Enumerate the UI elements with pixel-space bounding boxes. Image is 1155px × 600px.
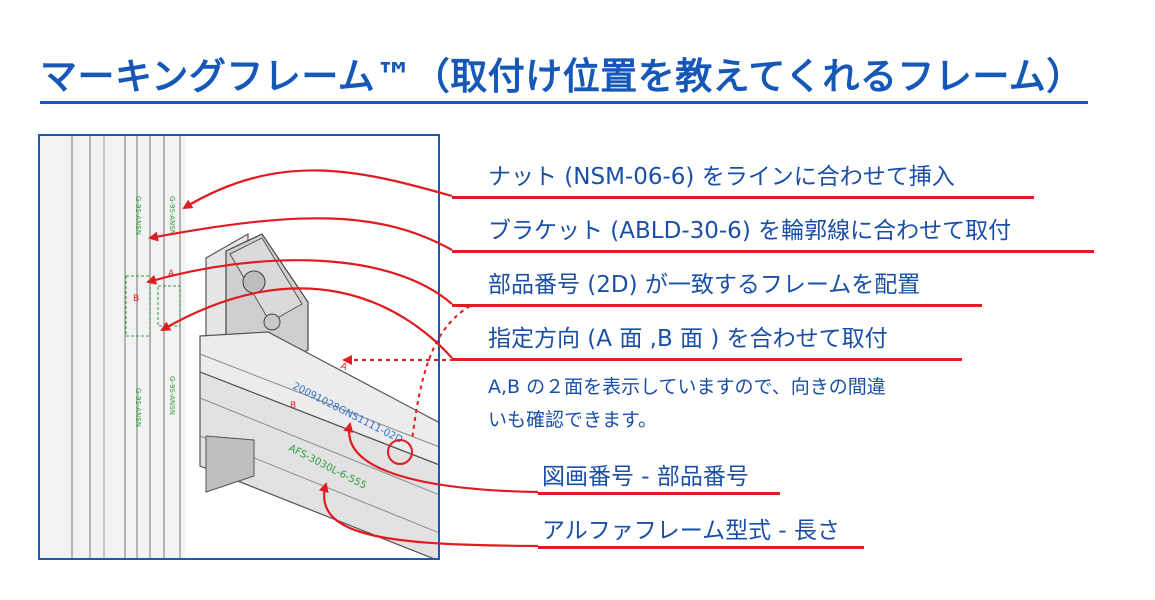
bracket-outline-mark [125, 275, 151, 337]
callout-alpha-frame-underline [538, 546, 864, 549]
arrow-direction [160, 287, 453, 359]
callout-nut: ナット (NSM-06-6) をラインに合わせて挿入 [488, 164, 955, 190]
horizontal-frame-upper [199, 331, 438, 466]
frame-illustration: G-9S-ANSN G-9S-ANSN G-9S-ANSN G-9S-ANSN … [38, 134, 440, 560]
arrow-bracket [148, 217, 453, 251]
column-mark-1: G-9S-ANSN [134, 196, 142, 235]
arrow-alpha-frame [319, 482, 539, 548]
vertical-frame [40, 136, 185, 558]
callout-bracket-underline [452, 250, 1094, 253]
part-number-highlight-circle [387, 439, 413, 465]
callout-direction-underline [452, 358, 962, 361]
horizontal-frame-lower [199, 371, 438, 558]
column-face-b: B [133, 294, 139, 304]
frame-face-b: B [290, 401, 296, 411]
illustration-svg: G-9S-ANSN G-9S-ANSN G-9S-ANSN G-9S-ANSN … [40, 136, 438, 558]
column-mark-2: G-9S-ANSN [168, 196, 176, 235]
column-face-a: A [168, 269, 175, 279]
callout-direction: 指定方向 (A 面 ,B 面 ) を合わせて取付 [488, 326, 888, 352]
frame-face-a: A [339, 361, 349, 373]
direction-note: A,B の２面を表示していますので、向きの間違 いも確認できます。 [488, 376, 886, 431]
callout-bracket: ブラケット (ABLD-30-6) を輪郭線に合わせて取付 [488, 218, 1012, 244]
callout-drawing-number: 図画番号 - 部品番号 [542, 464, 749, 490]
arrow-nut [182, 169, 453, 210]
column-mark-3: G-9S-ANSN [134, 388, 142, 427]
callout-nut-underline [452, 196, 1034, 199]
callout-part-number-underline [452, 304, 982, 307]
arrow-drawing-number [343, 422, 539, 494]
dashed-part-number-link [411, 305, 471, 441]
column-mark-4: G-9S-ANSN [168, 376, 176, 415]
page-title: マーキングフレーム™（取付け位置を教えてくれるフレーム） [40, 55, 1084, 98]
callout-drawing-number-underline [538, 492, 780, 495]
callout-alpha-frame: アルファフレーム型式 - 長さ [542, 518, 841, 544]
title-underline [40, 101, 1088, 104]
callout-part-number: 部品番号 (2D) が一致するフレームを配置 [488, 272, 921, 298]
arrow-part-number [146, 259, 453, 305]
